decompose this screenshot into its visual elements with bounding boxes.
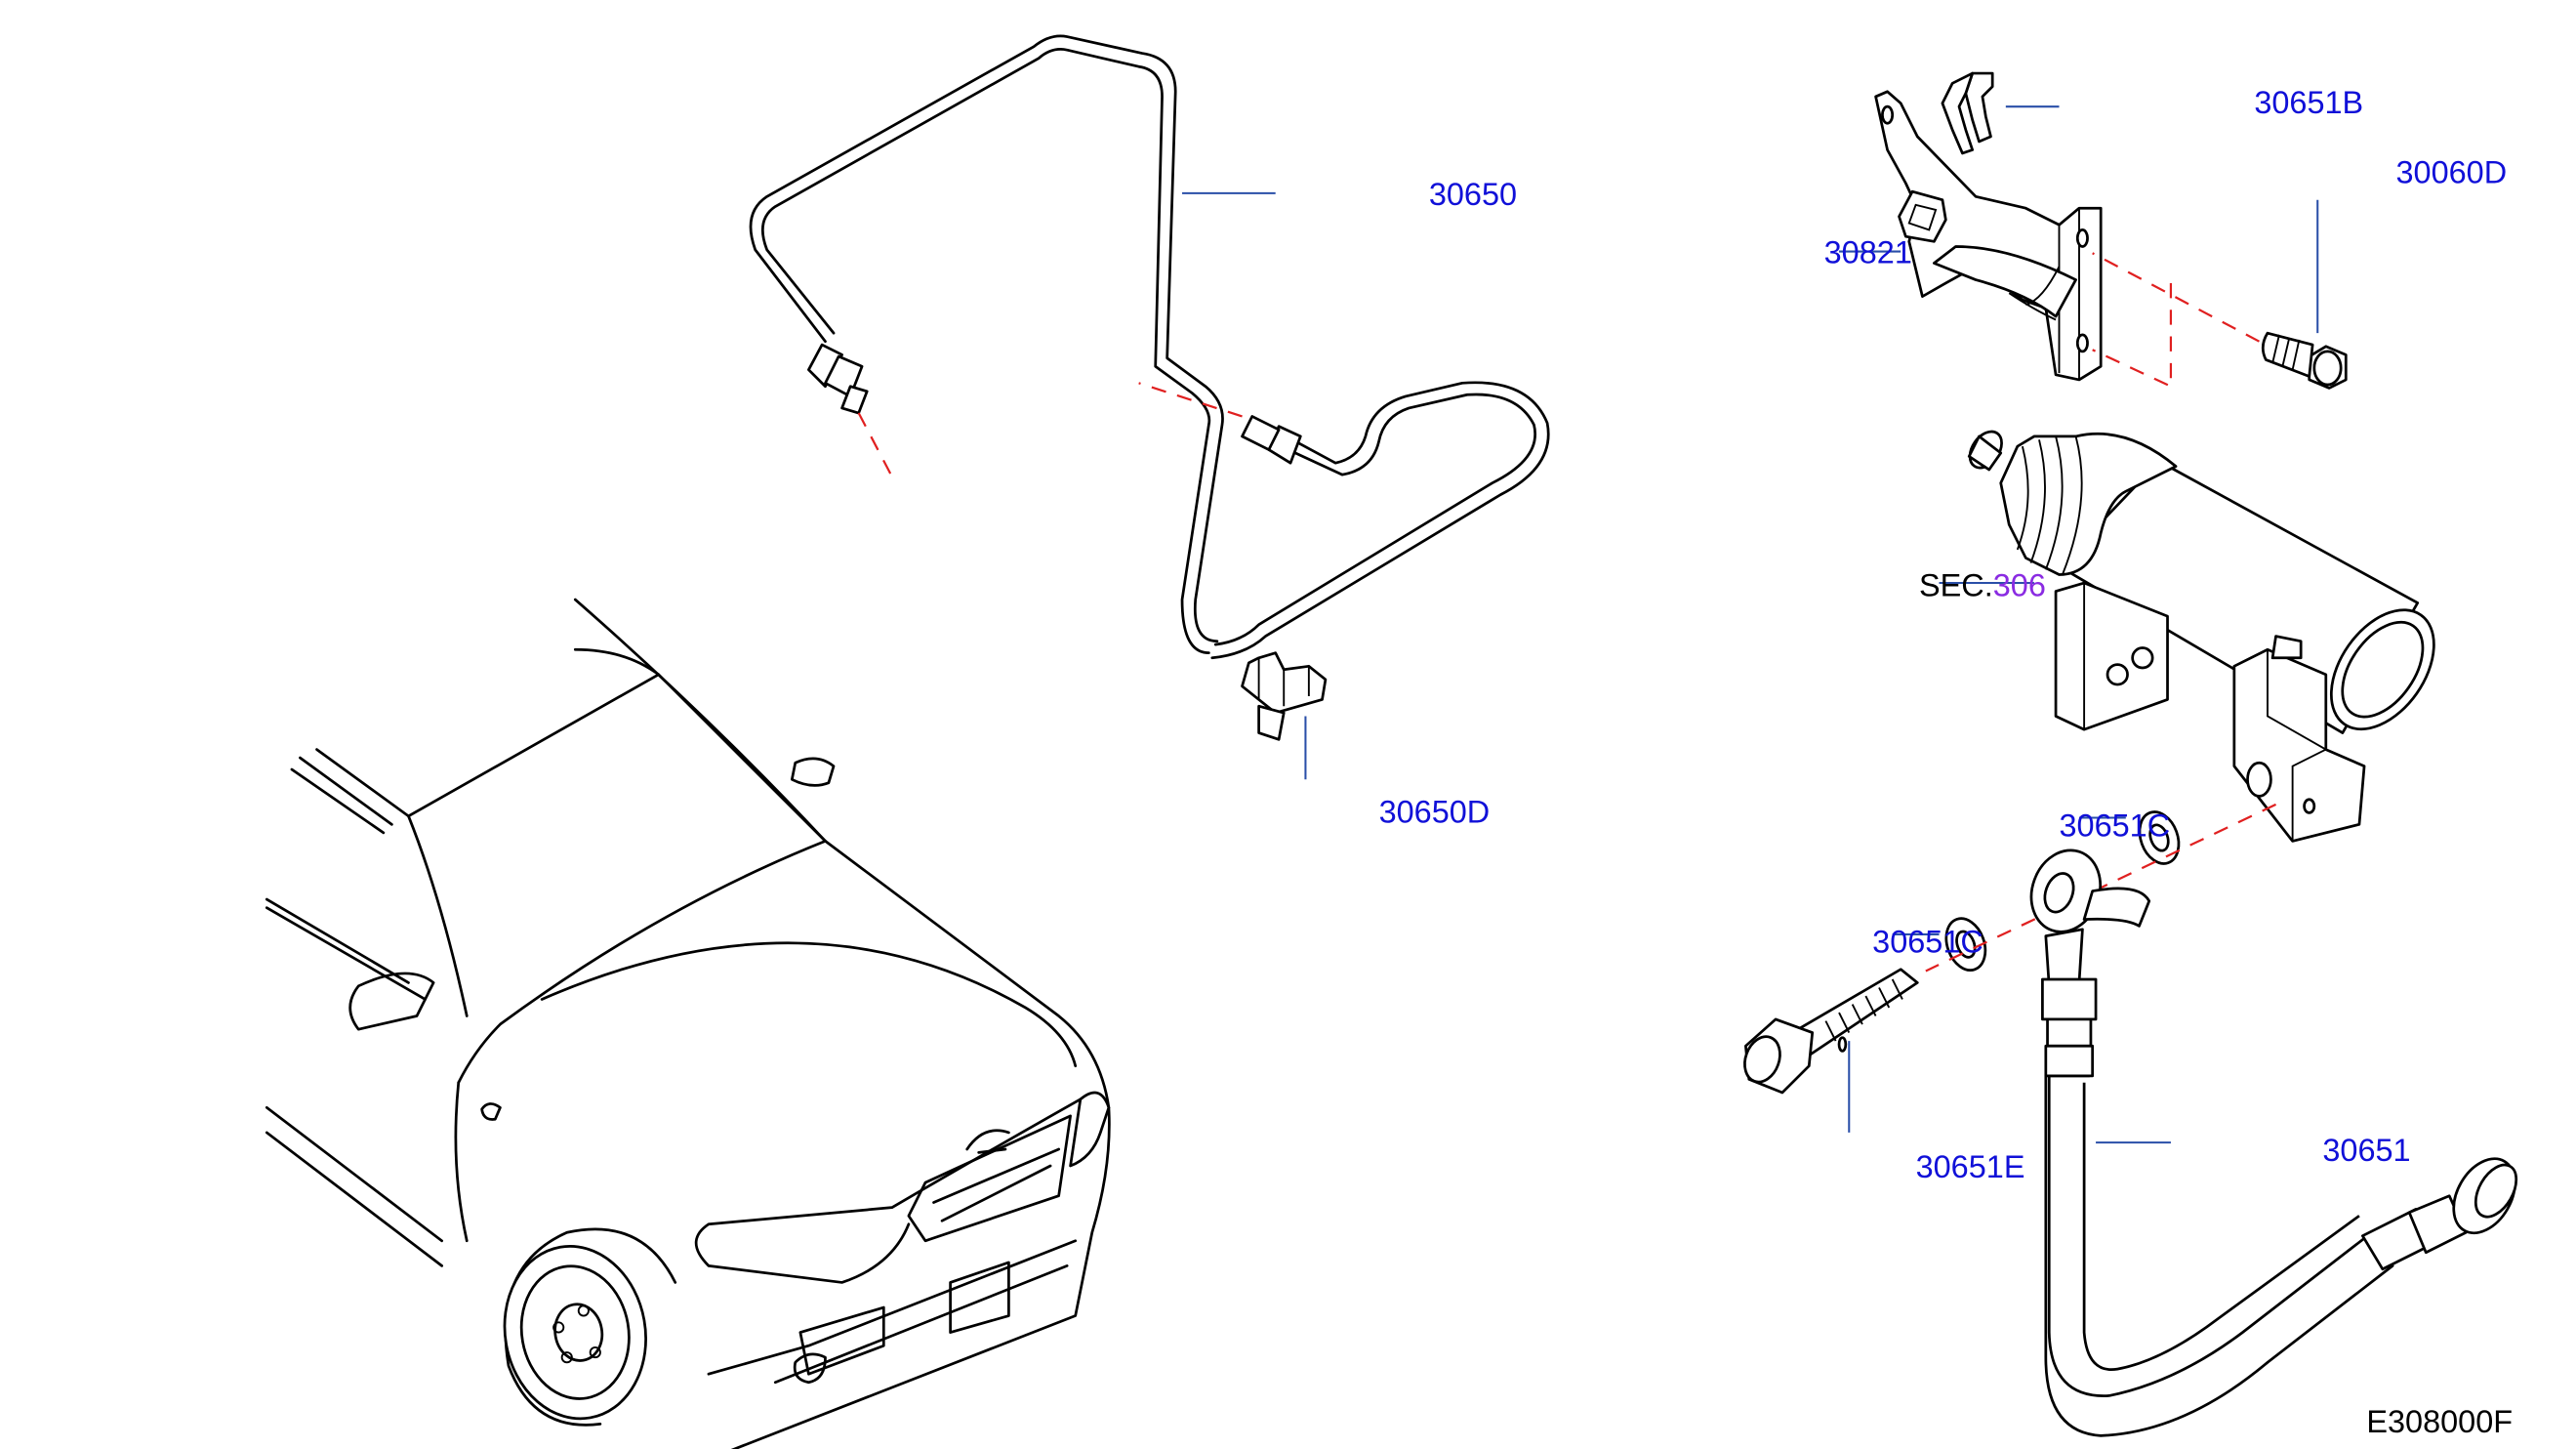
washer-30651c-a (2138, 810, 2181, 865)
car-outline (265, 598, 1111, 1449)
label-30651c-a: 30651C (2059, 807, 2170, 843)
label-30821: 30821 (1824, 235, 1912, 270)
clutch-operating-cylinder (1967, 430, 2435, 843)
clip-30651b (1941, 71, 1994, 155)
diagram-code: E308000F (2366, 1404, 2513, 1439)
label-30651: 30651 (2322, 1133, 2410, 1168)
alignment-line-tube-right (857, 412, 897, 484)
clutch-tube-30650 (749, 34, 1550, 660)
alignment-line-tube-left (1138, 382, 1243, 418)
label-30650d: 30650D (1379, 795, 1491, 830)
label-30651b: 30651B (2254, 85, 2363, 120)
union-bolt-30651e (1743, 968, 1919, 1095)
label-30060d: 30060D (2396, 155, 2508, 190)
label-30650: 30650 (1429, 177, 1517, 212)
bracket-30821 (1874, 90, 2103, 382)
label-30651c-b: 30651C (1872, 925, 1983, 960)
bolt-30060d (2261, 331, 2348, 390)
label-30651e: 30651E (1916, 1149, 2025, 1184)
alignment-line-bolt-to-bracket (2092, 252, 2260, 343)
clutch-hose-30651 (2029, 849, 2518, 1437)
tube-clip-30650d (1241, 651, 1328, 741)
sec-number: 306 (1993, 568, 2046, 603)
alignment-line-bracket-upper (2092, 282, 2173, 389)
sec-prefix: SEC. (1919, 568, 1993, 603)
label-sec-306: SEC.306 (1919, 568, 2046, 603)
